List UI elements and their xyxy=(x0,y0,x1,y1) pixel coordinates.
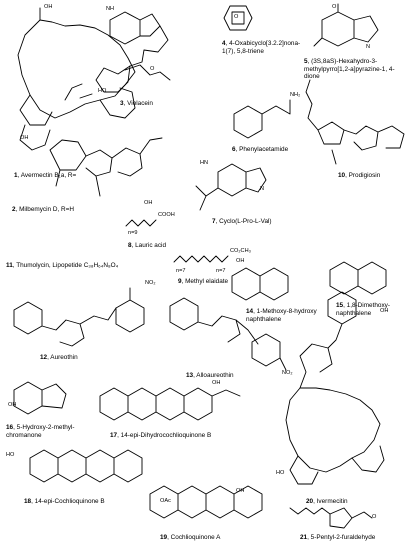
atom-no2-12: NO₂ xyxy=(145,280,156,286)
atom-n-7: N xyxy=(260,186,265,192)
atom-nh2-6: NH₂ xyxy=(290,92,301,98)
structure-cyclo-pro-val xyxy=(195,163,267,211)
structure-cochlioquinone-b xyxy=(29,449,143,483)
caption-compound-10: 10, Prodigiosin xyxy=(338,172,381,179)
structure-oxabicyclo xyxy=(223,5,253,31)
atom-oh-19: OH xyxy=(236,488,245,494)
structure-pyrrolopyrazine xyxy=(313,3,379,47)
caption-compound-17: 17, 14-epi-Dihydrocochlioquinone B xyxy=(110,432,212,439)
atom-n-5: N xyxy=(366,44,371,50)
structure-pentyl-furaldehyde xyxy=(289,507,373,529)
caption-compound-16: 16, 5-Hydroxy-2-methyl-chromanone xyxy=(6,424,75,439)
structure-alloaureothin xyxy=(169,297,287,371)
caption-compound-4: 4, 4-Oxabicyclo[3.2.2]nona-1(7), 5,8-tri… xyxy=(222,40,301,55)
caption-compound-12: 12, Aureothin xyxy=(40,354,78,361)
caption-compound-1: 1, Avermectin B₁a, R= xyxy=(14,172,77,179)
caption-compound-13: 13, Alloaureothin xyxy=(186,372,234,379)
caption-compound-21: 21, 5-Pentyl-2-furaldehyde xyxy=(300,534,376,541)
atom-o-3: O xyxy=(150,66,155,72)
caption-compound-7: 7, Cyclo(L-Pro-L-Val) xyxy=(212,218,272,225)
caption-compound-5: 5, (3S,8aS)-Hexahydro-3-methylpyrro[1,2-… xyxy=(304,58,395,81)
atom-oh-16: OH xyxy=(8,402,17,408)
atom-oac-19: OAc xyxy=(160,498,171,504)
structure-chromanone xyxy=(13,381,67,415)
caption-compound-20: 20, Ivermecitin xyxy=(306,498,348,505)
structure-methoxy-hydroxy-naphthalene xyxy=(231,267,289,301)
caption-compound-15: 15, 1,8-Dimethoxy-naphthalene xyxy=(336,302,390,317)
atom-co2ch3-9: CO₂CH₃ xyxy=(230,248,251,254)
atom-oh-14: OH xyxy=(236,258,245,264)
caption-compound-3: 3, Violacein xyxy=(120,100,153,107)
structure-dihydrocochlioquinone xyxy=(99,387,241,421)
atom-n7b: n=7 xyxy=(216,268,226,274)
caption-compound-14: 14, 1-Methoxy-8-hydroxy naphthalene xyxy=(246,308,317,323)
atom-cooh-8: COOH xyxy=(158,212,175,218)
caption-compound-19: 19, Cochlioquinone A xyxy=(160,534,221,541)
atom-o-4: O xyxy=(234,14,239,20)
atom-oh-20: OH xyxy=(380,308,389,314)
atom-oh-1: OH xyxy=(44,4,53,10)
atom-ho-3: HO xyxy=(98,88,107,94)
caption-compound-18: 18, 14-epi-Cochlioquinone B xyxy=(24,498,105,505)
atom-oh-2b: OH xyxy=(144,200,153,206)
atom-o-21: O xyxy=(372,514,377,520)
structure-milbemycin xyxy=(49,137,163,197)
caption-compound-6: 6, Phenylacetamide xyxy=(232,146,289,153)
atom-ho-20: HO xyxy=(276,470,285,476)
atom-hn-7: HN xyxy=(200,160,209,166)
structure-aureothin xyxy=(13,287,145,347)
structure-fatty-acids xyxy=(125,219,229,263)
structure-prodigiosin xyxy=(305,79,405,165)
structure-cochlioquinone-a xyxy=(149,485,263,519)
caption-compound-11: 11, Thumolycin, Lipopetide C₃₈H₆₄N₈O₄ xyxy=(6,262,119,269)
structure-violacein xyxy=(79,11,169,99)
structure-avermectin xyxy=(17,7,171,151)
atom-n9: n=9 xyxy=(128,230,138,236)
atom-ho-18: HO xyxy=(6,452,15,458)
caption-compound-2: 2, Milbemycin D, R=H xyxy=(12,206,74,213)
atom-nh-3: NH xyxy=(106,6,115,12)
structure-ivermectin xyxy=(285,291,385,485)
atom-oh-17: OH xyxy=(212,380,221,386)
atom-n7a: n=7 xyxy=(176,268,186,274)
structure-phenylacetamide xyxy=(233,99,291,139)
structure-dimethoxy-naphthalene xyxy=(329,261,387,295)
atom-o-5: O xyxy=(332,4,337,10)
atom-oh-2: OH xyxy=(20,135,29,141)
caption-compound-9: 9, Methyl elaidate xyxy=(178,278,229,285)
caption-compound-8: 8, Lauric acid xyxy=(128,242,167,249)
atom-no2-13: NO₂ xyxy=(282,370,293,376)
